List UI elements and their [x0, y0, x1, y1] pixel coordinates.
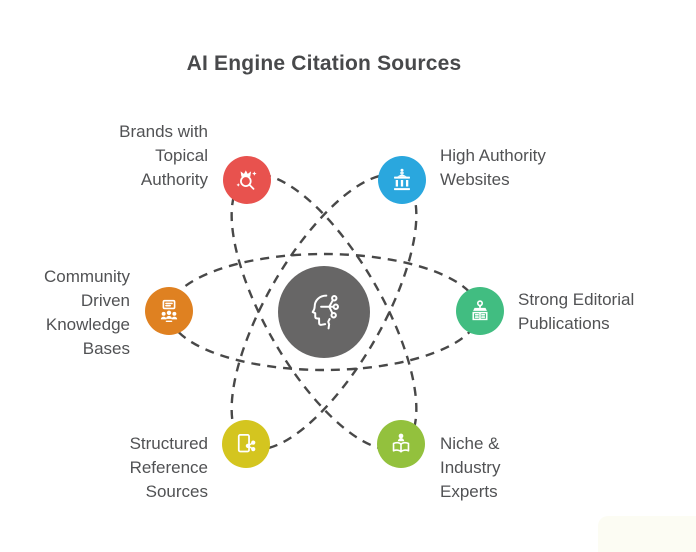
node-niche-industry-experts — [377, 420, 425, 468]
label-community-driven-knowledge: Community Driven Knowledge Bases — [44, 267, 130, 358]
label-high-authority-websites: High Authority Websites — [440, 146, 546, 189]
node-strong-editorial-publications — [456, 287, 504, 335]
label-niche-industry-experts: Niche & Industry Experts — [440, 434, 501, 501]
label-brands-topical-authority: Brands with Topical Authority — [119, 122, 208, 189]
ai-head-circuit-icon — [311, 294, 339, 330]
community-people-icon — [160, 299, 178, 322]
node-high-authority-websites — [378, 156, 426, 204]
node-community-driven-knowledge — [145, 287, 193, 335]
page-title: AI Engine Citation Sources — [186, 52, 462, 75]
expert-reading-icon — [392, 433, 410, 453]
hub-ai-engine — [278, 266, 370, 358]
node-structured-reference-sources — [222, 420, 270, 468]
label-structured-reference-sources: Structured Reference Sources — [129, 434, 208, 501]
label-strong-editorial-publications: Strong Editorial Publications — [518, 290, 635, 333]
watermark-placeholder — [598, 516, 696, 552]
crown-search-icon — [236, 170, 257, 190]
node-brands-topical-authority — [223, 156, 271, 204]
document-share-icon — [237, 434, 256, 453]
institution-building-icon — [394, 168, 410, 191]
press-stamp-icon — [472, 300, 488, 321]
